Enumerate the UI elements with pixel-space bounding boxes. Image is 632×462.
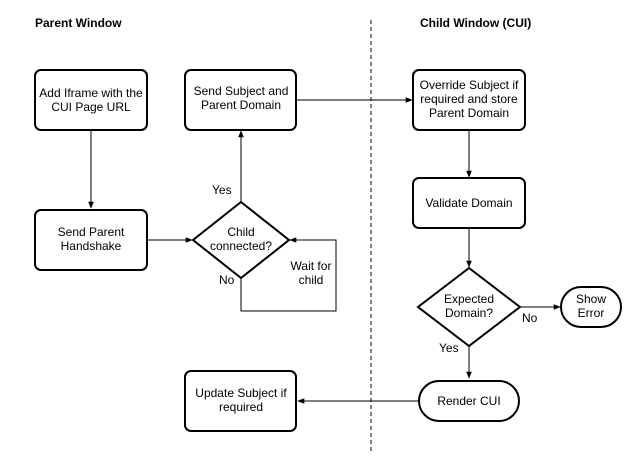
label-line: Update Subject if [195, 386, 287, 400]
edge-label-yes-domain: Yes [439, 341, 459, 355]
edge-label-yes-connected: Yes [212, 183, 232, 197]
label-line: required [219, 400, 263, 414]
label-line: required and store [420, 92, 518, 106]
edge-label-no-connected: No [219, 273, 235, 287]
node-render-cui: Render CUI [418, 380, 520, 422]
label-line: Render CUI [437, 394, 500, 408]
label-line: child [299, 273, 324, 287]
label-line: Wait for [291, 259, 332, 273]
label-line: Parent Domain [201, 98, 281, 112]
label-line: Child [227, 225, 254, 239]
parent-window-header: Parent Window [35, 16, 122, 30]
label-line: Add Iframe with the [39, 86, 143, 100]
edges [88, 97, 561, 404]
label-line: Validate Domain [425, 196, 512, 210]
label-line: Expected [444, 292, 494, 306]
node-validate-domain: Validate Domain [412, 177, 526, 229]
label-line: Handshake [61, 239, 122, 253]
label-line: Override Subject if [420, 78, 519, 92]
child-window-header: Child Window (CUI) [420, 16, 531, 30]
label-line: Parent Domain [429, 106, 509, 120]
edge-decision-no-wait-loop [240, 237, 337, 312]
label-line: connected? [210, 239, 272, 253]
label-line: Error [578, 306, 605, 320]
node-validate-domain-label: Validate Domain [425, 196, 512, 210]
node-render-cui-label: Render CUI [437, 394, 500, 408]
label-line: Show [576, 292, 606, 306]
label-line: CUI Page URL [51, 100, 131, 114]
label-line: Send Subject and [194, 84, 289, 98]
label-line: Send Parent [58, 225, 125, 239]
edge-label-no-domain: No [522, 311, 538, 325]
label-line: Domain? [445, 306, 493, 320]
